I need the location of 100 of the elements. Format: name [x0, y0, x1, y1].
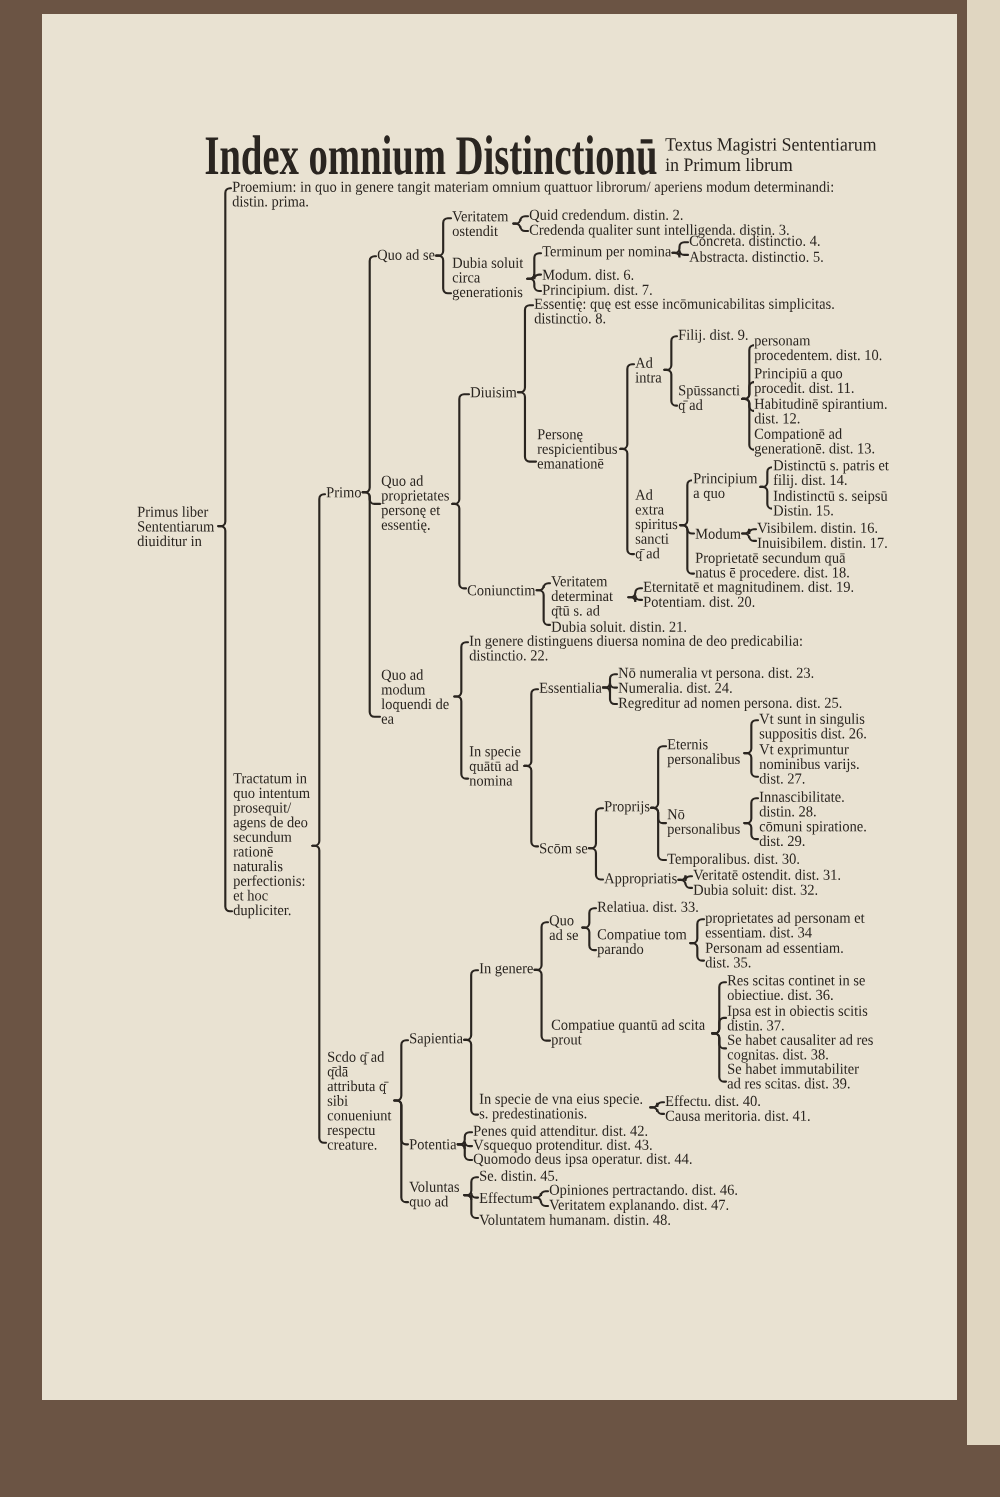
title: Index omnium Distinctionū — [205, 135, 657, 175]
index-entry: Compatiue quantū ad scita prout — [551, 1019, 705, 1048]
index-entry: Voluntatem humanam. distin. 48. — [479, 1214, 670, 1225]
index-entry: Essentię: quę est esse incōmunicabilitas simplicitas. distinctio. 8. — [534, 298, 834, 324]
brace — [587, 847, 605, 881]
index-entry: Opiniones pertractando. dist. 46. — [549, 1184, 738, 1198]
index-entry: In specie quātū ad nomina — [469, 746, 521, 786]
brace — [759, 485, 774, 510]
brace — [711, 1032, 728, 1083]
brace — [743, 752, 760, 778]
index-entry: Innascibilitate. distin. 28. — [759, 791, 844, 817]
brace — [532, 1196, 550, 1208]
index-entry: Se habet causaliter ad res cognitas. dist. 38. — [727, 1034, 873, 1063]
index-entry: Principium a quo — [693, 473, 758, 501]
index-entry: Scdo q̄ ad q̄dā attributa q̄ sibi conueniunt respectu creature. — [327, 1051, 392, 1150]
brace — [663, 368, 679, 407]
index-entry: Se. distin. 45. — [480, 1170, 558, 1181]
brace — [581, 926, 598, 952]
index-entry: Coniunctim — [467, 585, 536, 596]
index-entry: proprietates ad personam et essentiam. dist. 34 — [705, 912, 865, 938]
index-entry: Penes quid attenditur. dist. 42. — [473, 1125, 648, 1139]
index-entry: Modum — [695, 528, 741, 539]
index-entry: Causa meritoria. dist. 41. — [665, 1110, 810, 1121]
index-entry: Abstracta. distinctio. 5. — [689, 251, 823, 262]
index-entry: Spūssancti q̄ ad — [678, 385, 740, 413]
index-entry: Ad extra spiritus sancti q̄ ad — [635, 489, 678, 562]
brace — [619, 447, 636, 556]
index-entry: Essentialia — [539, 682, 602, 693]
brace — [677, 878, 694, 889]
index-entry: Vt exprimuntur nominibus varijs. dist. 27. — [759, 744, 859, 784]
index-entry: Ipsa est in obiectis scitis distin. 37. — [727, 1005, 868, 1031]
index-entry: Modum. dist. 6. — [542, 269, 634, 280]
index-entry: Appropriatis — [604, 873, 677, 887]
brace — [601, 686, 619, 706]
brace — [435, 254, 453, 295]
index-entry: Quo ad se — [549, 915, 578, 941]
index-entry: Primus liber Sententiarum diuiditur in — [137, 506, 215, 547]
index-entry: Quo ad modum loquendi de ea — [381, 669, 449, 724]
index-entry: Dubia soluit circa generationis — [452, 257, 524, 301]
index-entry: Compatiue tom parando — [597, 929, 687, 958]
index-entry: Effectum — [479, 1192, 533, 1204]
brace — [741, 532, 758, 542]
brace — [217, 525, 234, 913]
brace — [463, 1194, 480, 1220]
brace — [451, 502, 468, 590]
index-entry: Res scitas continet in se obiectiue. dist. 36. — [727, 975, 865, 1001]
index-entry: Proprietatē secundum quā natus ē procedere. dist. 18. — [695, 552, 849, 581]
brace — [523, 764, 540, 848]
brace — [741, 397, 756, 451]
index-entry: Diuisim — [470, 387, 517, 398]
index-entry: Voluntas quo ad — [409, 1181, 460, 1210]
brace — [463, 1038, 480, 1116]
brace — [649, 1106, 666, 1115]
index-entry: Proprijs — [604, 801, 650, 815]
index-entry: Filij. dist. 9. — [678, 329, 748, 343]
index-entry: cōmuni spiratione. dist. 29. — [759, 821, 866, 847]
index-entry: Scōm se — [540, 843, 588, 854]
brace — [393, 1099, 410, 1204]
index-entry: Regreditur ad nomen persona. dist. 25. — [618, 697, 842, 711]
index-entry: Eternis personalibus — [667, 739, 740, 768]
index-entry: Quo ad se — [377, 249, 435, 263]
index-entry: Personę respicientibus emanationē — [537, 429, 617, 469]
index-entry: Distinctū s. patris et filij. dist. 14. — [773, 460, 889, 489]
index-entry: Temporalibus. dist. 30. — [667, 853, 799, 867]
index-entry: In genere distinguens diuersa nomina de deo predicabilia: distinctio. 22. — [469, 635, 802, 661]
index-entry: Veritatem explanando. dist. 47. — [549, 1199, 729, 1213]
index-entry: Nō personalibus — [667, 809, 740, 838]
index-entry: Veritatem determinat q̄tū s. ad — [551, 576, 613, 619]
index-entry: Sapientia — [410, 1033, 463, 1047]
index-entry: Tractatum in quo intentum prosequit/ agens de deo secundum rationē naturalis perfectionis: et hoc dupliciter. — [233, 773, 310, 919]
brace — [512, 222, 530, 233]
index-entry: Veritatem ostendit — [452, 211, 509, 237]
index-entry: Dubia soluit: dist. 32. — [693, 884, 818, 895]
subtitle: Textus Magistri Sententiarum in Primum librum — [665, 138, 877, 172]
index-entry: Potentiam. dist. 20. — [643, 596, 755, 607]
index-entry: Primo — [326, 487, 361, 498]
index-entry: Terminum per nomina — [542, 246, 672, 260]
index-entry: Dubia soluit. distin. 21. — [551, 621, 687, 632]
index-entry: In genere — [479, 963, 533, 977]
index-entry: Inuisibilem. distin. 17. — [757, 537, 887, 548]
brace — [311, 844, 328, 1144]
index-entry: Veritatē ostendit. dist. 31. — [693, 869, 841, 880]
index-entry: Principium. dist. 7. — [542, 284, 652, 298]
index-entry: Habitudinē spirantium. dist. 12. — [754, 398, 887, 424]
index-entry: Quid credendum. distin. 2. — [529, 209, 683, 223]
index-entry: Numeralia. dist. 24. — [618, 682, 732, 693]
index-entry: Se habet immutabiliter ad res scitas. dist. 39. — [727, 1063, 859, 1089]
brace — [743, 822, 760, 841]
index-entry: Ad intra — [635, 357, 662, 383]
brace — [679, 524, 696, 575]
index-entry: Quomodo deus ipsa operatur. dist. 44. — [473, 1153, 692, 1167]
brace — [650, 806, 668, 862]
index-entry: Principiū a quo procedit. dist. 11. — [754, 368, 854, 397]
index-entry: Quo ad proprietates personę et essentię. — [381, 475, 449, 533]
index-entry: Compationē ad generationē. dist. 13. — [754, 428, 875, 457]
index-entry: Vsquequo protenditur. dist. 43. — [473, 1139, 652, 1153]
index-entry: Personam ad essentiam. dist. 35. — [705, 942, 843, 968]
brace — [456, 1143, 474, 1162]
index-entry: Indistinctū s. seipsū Distin. 15. — [773, 490, 888, 516]
index-entry: Effectu. dist. 40. — [665, 1095, 760, 1107]
